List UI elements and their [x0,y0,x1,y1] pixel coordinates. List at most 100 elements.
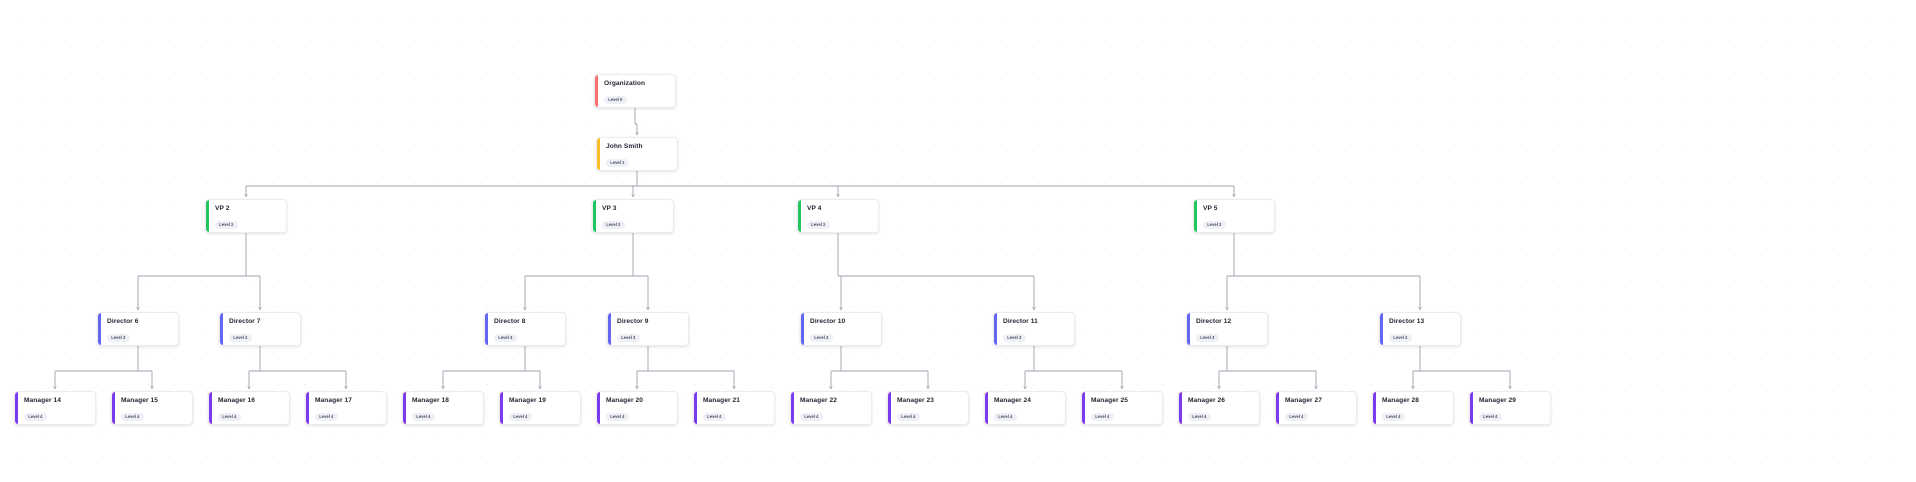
node-accent-bar [798,200,801,232]
org-node-manager-21[interactable]: Manager 21 Level 4 [693,391,775,425]
node-accent-bar [1373,392,1376,424]
node-accent-bar [608,313,611,345]
org-node-director-11[interactable]: Director 11 Level 3 [993,312,1075,346]
node-level-badge: Level 4 [703,412,726,421]
node-accent-bar [112,392,115,424]
node-level-badge: Level 3 [617,333,640,342]
node-accent-bar [1194,200,1197,232]
node-level-badge: Level 2 [807,220,830,229]
node-title: VP 2 [215,205,230,212]
node-accent-bar [15,392,18,424]
node-accent-bar [206,200,209,232]
node-title: Manager 26 [1188,397,1225,404]
node-title: Manager 27 [1285,397,1322,404]
node-level-badge: Level 3 [1196,333,1219,342]
node-title: Organization [604,80,646,87]
node-accent-bar [220,313,223,345]
node-title: Manager 25 [1091,397,1128,404]
node-title: Manager 19 [509,397,546,404]
node-accent-bar [306,392,309,424]
node-level-badge: Level 0 [604,95,627,104]
org-node-manager-29[interactable]: Manager 29 Level 4 [1469,391,1551,425]
node-level-badge: Level 3 [494,333,517,342]
node-accent-bar [595,75,598,107]
node-accent-bar [597,138,600,170]
node-title: Manager 16 [218,397,255,404]
node-title: Manager 28 [1382,397,1419,404]
node-title: Manager 22 [800,397,837,404]
node-level-badge: Level 1 [606,158,629,167]
node-level-badge: Level 4 [218,412,241,421]
node-level-badge: Level 4 [897,412,920,421]
org-node-manager-14[interactable]: Manager 14 Level 4 [14,391,96,425]
node-level-badge: Level 4 [1479,412,1502,421]
node-level-badge: Level 4 [412,412,435,421]
node-level-badge: Level 3 [1389,333,1412,342]
node-title: Director 7 [229,318,261,325]
node-level-badge: Level 3 [810,333,833,342]
org-node-director-12[interactable]: Director 12 Level 3 [1186,312,1268,346]
node-title: Director 8 [494,318,526,325]
node-level-badge: Level 4 [1285,412,1308,421]
node-level-badge: Level 4 [606,412,629,421]
node-accent-bar [1179,392,1182,424]
org-node-director-8[interactable]: Director 8 Level 3 [484,312,566,346]
node-accent-bar [98,313,101,345]
node-title: Manager 29 [1479,397,1516,404]
node-accent-bar [1082,392,1085,424]
node-title: Director 12 [1196,318,1232,325]
node-title: Director 6 [107,318,139,325]
node-accent-bar [485,313,488,345]
node-level-badge: Level 4 [1188,412,1211,421]
node-accent-bar [694,392,697,424]
node-title: Manager 14 [24,397,61,404]
node-level-badge: Level 4 [1091,412,1114,421]
node-level-badge: Level 3 [1003,333,1026,342]
org-node-manager-22[interactable]: Manager 22 Level 4 [790,391,872,425]
node-title: Manager 17 [315,397,352,404]
node-level-badge: Level 4 [315,412,338,421]
org-node-manager-27[interactable]: Manager 27 Level 4 [1275,391,1357,425]
node-level-badge: Level 4 [800,412,823,421]
node-title: Director 11 [1003,318,1038,325]
org-node-manager-17[interactable]: Manager 17 Level 4 [305,391,387,425]
node-title: Manager 15 [121,397,158,404]
node-level-badge: Level 2 [602,220,625,229]
node-accent-bar [791,392,794,424]
node-title: Manager 21 [703,397,740,404]
node-accent-bar [593,200,596,232]
node-accent-bar [1276,392,1279,424]
org-node-manager-19[interactable]: Manager 19 Level 4 [499,391,581,425]
node-accent-bar [801,313,804,345]
node-accent-bar [597,392,600,424]
org-node-manager-25[interactable]: Manager 25 Level 4 [1081,391,1163,425]
node-accent-bar [1470,392,1473,424]
node-accent-bar [994,313,997,345]
org-node-manager-16[interactable]: Manager 16 Level 4 [208,391,290,425]
node-title: Manager 24 [994,397,1031,404]
node-accent-bar [403,392,406,424]
node-accent-bar [1380,313,1383,345]
org-node-manager-26[interactable]: Manager 26 Level 4 [1178,391,1260,425]
node-level-badge: Level 4 [24,412,47,421]
node-level-badge: Level 4 [509,412,532,421]
node-title: VP 5 [1203,205,1218,212]
